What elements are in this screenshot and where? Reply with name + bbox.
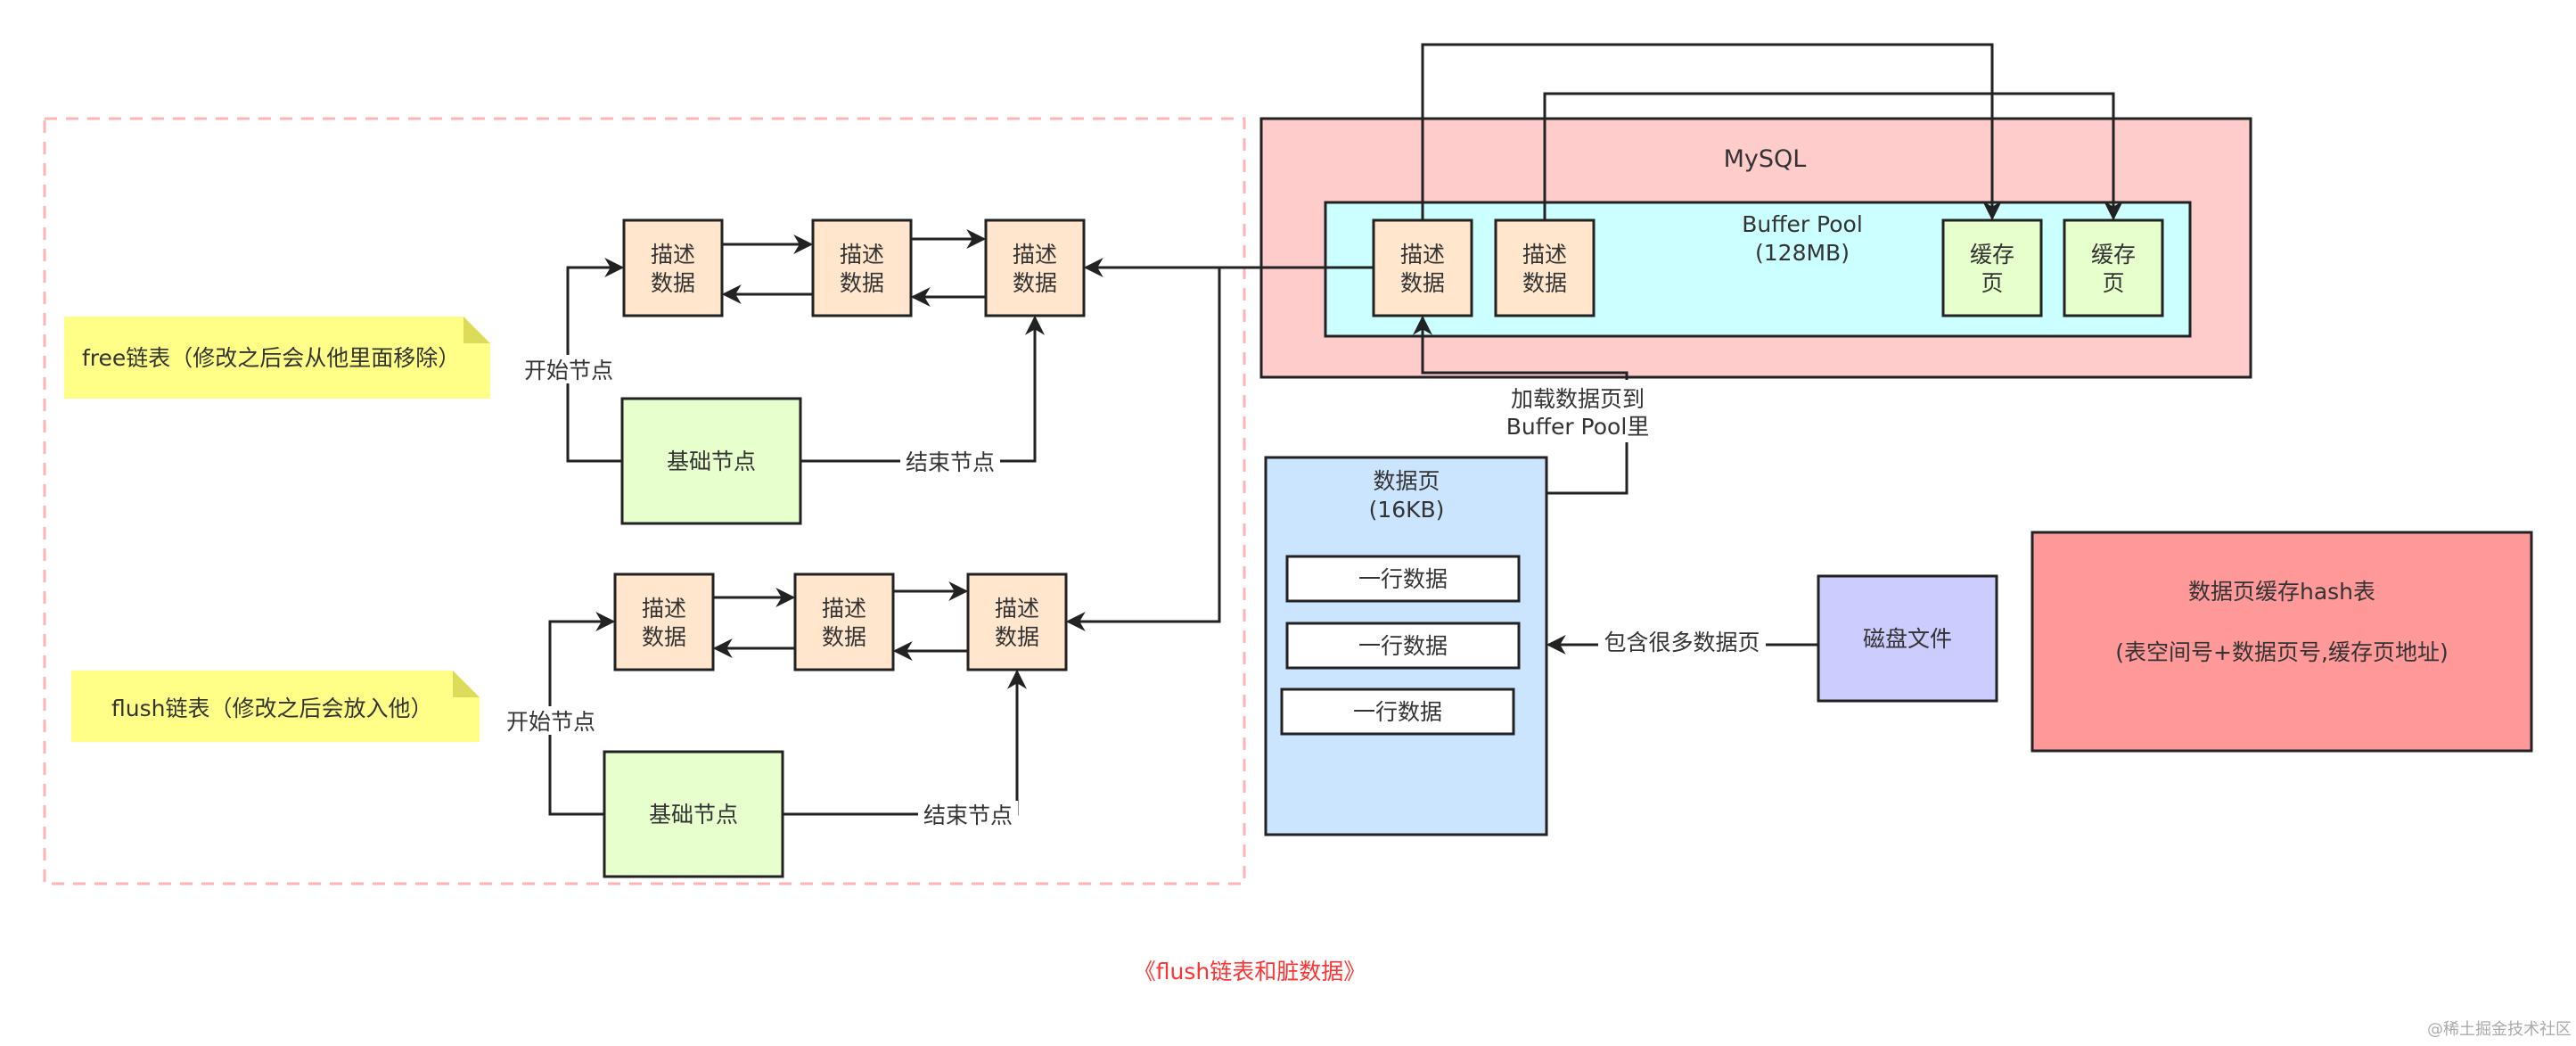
free-base-node: 基础节点: [620, 397, 802, 525]
flush-node-1-line2: 数据: [642, 624, 686, 650]
watermark: @稀土掘金技术社区: [2427, 1020, 2572, 1039]
flush-end-arrow: [783, 669, 1027, 816]
contains-label: 包含很多数据页: [1604, 630, 1760, 655]
free-node-1-line2: 数据: [651, 270, 695, 296]
pool-desc-node-1-line1: 描述: [1400, 242, 1445, 268]
flush-list-note-text: flush链表（修改之后会放入他）: [111, 696, 432, 721]
lists-dashed-container: [43, 117, 1246, 885]
pool-to-flush-arrow: [1065, 268, 1221, 631]
pool-desc-node-1-line2: 数据: [1400, 270, 1445, 296]
free-list-note-text: free链表（修改之后会从他里面移除）: [82, 345, 460, 371]
free-base-node-text: 基础节点: [667, 449, 756, 474]
flush-base-node-text: 基础节点: [649, 802, 738, 828]
load-page-arrow: [1413, 315, 1628, 495]
cache-page-1: 缓存 页: [1941, 218, 2043, 317]
free-node-1: 描述 数据: [622, 218, 724, 317]
cache-page-2: 缓存 页: [2063, 218, 2164, 317]
free-end-label: 结束节点: [906, 449, 995, 475]
free-node-2-line1: 描述: [840, 242, 884, 268]
free-node-1-line1: 描述: [651, 242, 695, 268]
pool-desc-node-2: 描述 数据: [1494, 218, 1596, 317]
data-row-3-text: 一行数据: [1353, 699, 1442, 725]
data-row-1-text: 一行数据: [1358, 566, 1448, 592]
free-node-2-line2: 数据: [840, 270, 884, 296]
disk-file-box: 磁盘文件: [1817, 574, 1998, 703]
load-label-line2: Buffer Pool里: [1506, 414, 1650, 440]
data-row-1: 一行数据: [1285, 555, 1521, 603]
flush-list-note: flush链表（修改之后会放入他）: [71, 671, 480, 742]
pool-desc-node-2-line2: 数据: [1522, 270, 1567, 296]
free-list-note: free链表（修改之后会从他里面移除）: [64, 317, 490, 399]
free-node-2: 描述 数据: [811, 218, 913, 317]
cache-page-1-line2: 页: [1981, 270, 2003, 296]
buffer-pool-title: Buffer Pool: [1742, 211, 1863, 237]
cache-page-2-line1: 缓存: [2091, 242, 2136, 268]
free-node-3-line2: 数据: [1013, 270, 1057, 296]
flush-node-2-line2: 数据: [822, 624, 866, 650]
flush-start-label: 开始节点: [506, 709, 595, 735]
free-end-arrow: [800, 315, 1045, 463]
flush-node-3: 描述 数据: [966, 572, 1068, 671]
data-row-2: 一行数据: [1285, 622, 1521, 670]
mysql-title: MySQL: [1724, 145, 1807, 173]
data-row-3: 一行数据: [1280, 688, 1515, 736]
diagram-caption: 《flush链表和脏数据》: [1134, 959, 1366, 984]
disk-file-text: 磁盘文件: [1863, 626, 1952, 652]
flush-node-3-line1: 描述: [995, 596, 1039, 622]
free-node-3: 描述 数据: [984, 218, 1086, 317]
flush-node-1: 描述 数据: [613, 572, 715, 671]
flush-base-node: 基础节点: [603, 750, 784, 878]
data-page-size: (16KB): [1369, 497, 1445, 523]
pool-desc-node-1: 描述 数据: [1372, 218, 1473, 317]
buffer-pool-size: (128MB): [1755, 240, 1850, 266]
pool-desc-node-2-line1: 描述: [1522, 242, 1567, 268]
flush-end-label: 结束节点: [923, 803, 1013, 828]
desc-to-cache-arrow-1: [1421, 43, 2002, 221]
hash-table-subtitle: (表空间号+数据页号,缓存页地址): [2115, 639, 2448, 665]
data-page-title: 数据页: [1373, 468, 1440, 494]
flush-node-1-line1: 描述: [642, 596, 686, 622]
free-start-label: 开始节点: [524, 358, 613, 383]
load-label-line1: 加载数据页到: [1511, 386, 1645, 412]
data-row-2-text: 一行数据: [1358, 633, 1448, 659]
flush-node-2-line1: 描述: [822, 596, 866, 622]
free-node-3-line1: 描述: [1013, 242, 1057, 268]
flush-node-3-line2: 数据: [995, 624, 1039, 650]
cache-page-1-line1: 缓存: [1970, 242, 2014, 268]
flush-node-2: 描述 数据: [793, 572, 895, 671]
cache-page-2-line2: 页: [2102, 270, 2124, 296]
hash-table-title: 数据页缓存hash表: [2188, 579, 2375, 605]
hash-table-box: 数据页缓存hash表 (表空间号+数据页号,缓存页地址): [2030, 531, 2533, 753]
desc-to-cache-arrow-2: [1543, 92, 2123, 221]
